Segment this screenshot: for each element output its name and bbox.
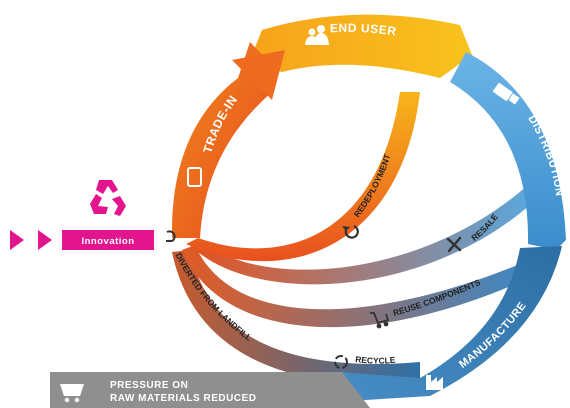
pressure-line-2: RAW MATERIALS REDUCED — [110, 393, 256, 404]
cart-icon — [370, 312, 390, 329]
refresh-icon — [342, 224, 359, 239]
manufacture-label: MANUFACTURE — [457, 300, 528, 371]
trade-in-segment — [171, 42, 275, 238]
reuse-components-flow — [182, 245, 525, 328]
innovation-recycle-icon — [90, 180, 126, 216]
end-user-label: END USER — [330, 21, 397, 39]
phone-icon — [187, 167, 202, 187]
redeployment-flow — [186, 92, 420, 262]
return-arrow-icon — [166, 230, 176, 242]
svg-text:MANUFACTURE: MANUFACTURE — [457, 300, 529, 371]
distribution-segment — [450, 52, 566, 250]
pressure-line-1: PRESSURE ON — [110, 380, 188, 391]
recycle-label: RECYCLE — [355, 354, 396, 366]
recycle-flow — [172, 250, 420, 384]
innovation-arrow-1 — [10, 230, 24, 250]
svg-text:END USER: END USER — [330, 21, 398, 39]
recycle-icon — [334, 355, 348, 369]
svg-text:RECYCLE: RECYCLE — [355, 354, 396, 366]
innovation-arrow-2 — [38, 230, 52, 250]
end-user-segment — [250, 14, 472, 79]
innovation-label-box — [62, 230, 154, 250]
innovation-recycle-badge — [80, 170, 136, 222]
factory-icon — [426, 375, 443, 390]
innovation-label: Innovation — [81, 236, 134, 247]
minecart-icon — [60, 384, 84, 403]
people-icon — [305, 25, 329, 45]
resale-flow — [190, 185, 530, 285]
tools-icon — [446, 236, 462, 253]
trade-in-arrowhead — [232, 50, 285, 100]
pressure-banner — [50, 372, 370, 408]
truck-icon — [492, 82, 520, 105]
